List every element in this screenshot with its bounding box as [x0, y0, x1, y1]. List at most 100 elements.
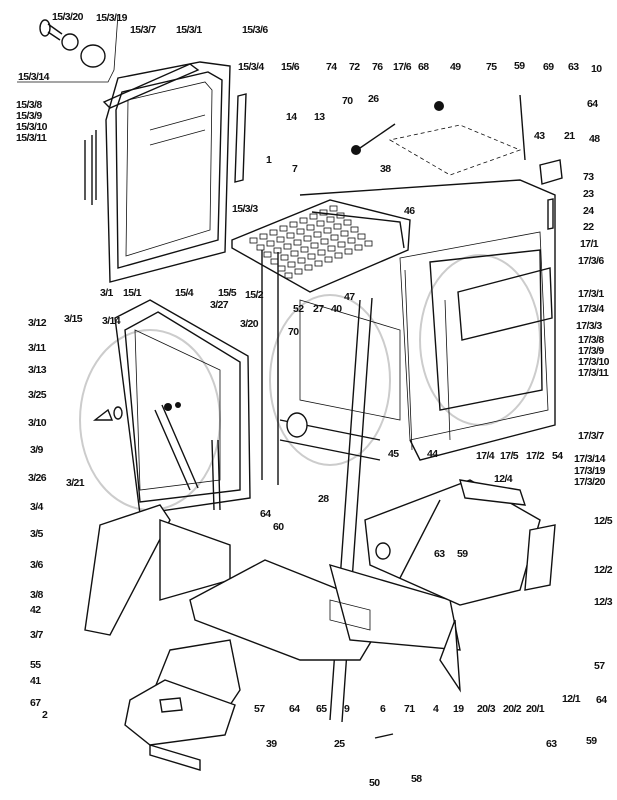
roof-grid-cell — [329, 205, 338, 212]
part-label: 38 — [380, 163, 391, 175]
roof-grid-cell — [357, 233, 366, 240]
part-label: 67 — [30, 697, 41, 709]
part-label: 59 — [457, 548, 468, 560]
part-label: 3/21 — [66, 477, 85, 489]
part-label: 25 — [334, 738, 345, 750]
roof-grid-cell — [309, 213, 318, 220]
part-label: 72 — [349, 61, 360, 73]
part-label: 49 — [450, 61, 461, 73]
part-label: 7 — [292, 163, 298, 175]
part-label: 15/3/4 — [238, 61, 264, 73]
part-label: 60 — [273, 521, 284, 533]
part-label: 13 — [314, 111, 325, 123]
part-label: 24 — [583, 205, 594, 217]
roof-grid-cell — [350, 226, 359, 233]
part-label: 64 — [587, 98, 598, 110]
part-label: 12/2 — [594, 564, 613, 576]
door-assembly — [84, 299, 251, 636]
roof-grid-cell — [333, 223, 342, 230]
part-label: 28 — [318, 493, 329, 505]
roof-grid-cell — [286, 232, 295, 239]
part-label: 15/3/14 — [18, 71, 50, 83]
roof-grid-cell — [317, 249, 326, 256]
part-label: 55 — [30, 659, 41, 671]
part-label: 19 — [453, 703, 464, 715]
part-label: 41 — [30, 675, 41, 687]
roof-panel — [231, 124, 522, 293]
part-label: 64 — [596, 694, 607, 706]
part-label: 20/2 — [503, 703, 522, 715]
part-label: 3/8 — [30, 589, 44, 601]
part-label: 39 — [266, 738, 277, 750]
cab-frame — [261, 94, 563, 723]
part-label: 15/3/1 — [176, 24, 202, 36]
part-label: 17/3/1 — [578, 288, 604, 300]
part-label: 15/3/7 — [130, 24, 156, 36]
part-label: 3/26 — [28, 472, 47, 484]
part-label: 17/3/4 — [578, 303, 604, 315]
part-label: 23 — [583, 188, 594, 200]
part-label: 17/3/6 — [578, 255, 604, 267]
part-label: 17/5 — [500, 450, 519, 462]
part-label: 68 — [418, 61, 429, 73]
part-label: 17/3/11 — [578, 367, 609, 379]
part-label: 27 — [313, 303, 324, 315]
part-label: 4 — [433, 703, 439, 715]
part-label: 70 — [342, 95, 353, 107]
part-label: 17/3/10 — [578, 356, 610, 368]
part-label: 17/6 — [393, 61, 412, 73]
part-label: 3/4 — [30, 501, 44, 513]
part-label: 15/5 — [218, 287, 237, 299]
part-label: 3/20 — [240, 318, 259, 330]
part-label: 3/12 — [28, 317, 47, 329]
part-label: 59 — [586, 735, 597, 747]
part-label: 15/3/6 — [242, 24, 268, 36]
roof-grid-cell — [284, 272, 293, 279]
part-label: 14 — [286, 111, 297, 123]
roof-grid-cell — [334, 252, 343, 259]
part-label: 3/13 — [28, 364, 47, 376]
part-label: 63 — [546, 738, 557, 750]
part-label: 22 — [583, 221, 594, 233]
part-label: 17/4 — [476, 450, 495, 462]
part-label: 75 — [486, 61, 497, 73]
part-label: 3/15 — [64, 313, 83, 325]
roof-grid-cell — [324, 256, 333, 263]
roof-grid-cell — [297, 257, 306, 264]
roof-grid-cell — [304, 264, 313, 271]
roof-grid-cell — [279, 225, 288, 232]
part-label: 20/3 — [477, 703, 496, 715]
bolt-58 — [374, 733, 394, 739]
roof-grid-cell — [287, 261, 296, 268]
roof-grid-cell — [259, 233, 268, 240]
part-label: 15/4 — [175, 287, 194, 299]
part-label: 15/3/11 — [16, 132, 47, 144]
part-label: 15/3/9 — [16, 110, 42, 122]
part-label: 6 — [380, 703, 386, 715]
roof-grid-cell — [307, 253, 316, 260]
part-label: 70 — [288, 326, 299, 338]
part-label: 21 — [564, 130, 575, 142]
part-label: 17/1 — [580, 238, 599, 250]
part-label: 76 — [372, 61, 383, 73]
roof-grid-cell — [323, 227, 332, 234]
roof-grid-cell — [327, 245, 336, 252]
part-label: 17/3/8 — [578, 334, 604, 346]
part-label: 54 — [552, 450, 563, 462]
roof-grid-cell — [313, 231, 322, 238]
part-label: 2 — [42, 709, 48, 721]
roof-grid-cell — [326, 216, 335, 223]
part-label: 17/3/9 — [578, 345, 604, 357]
part-label: 17/3/19 — [574, 465, 606, 477]
part-label: 3/25 — [28, 389, 47, 401]
roof-grid-cell — [300, 246, 309, 253]
roof-grid-cell — [249, 237, 258, 244]
roof-grid-cell — [354, 244, 363, 251]
part-label: 17/3/7 — [578, 430, 604, 442]
roof-grid-cell — [330, 234, 339, 241]
part-label: 12/5 — [594, 515, 613, 527]
part-label: 3/6 — [30, 559, 44, 571]
roof-grid-cell — [314, 260, 323, 267]
